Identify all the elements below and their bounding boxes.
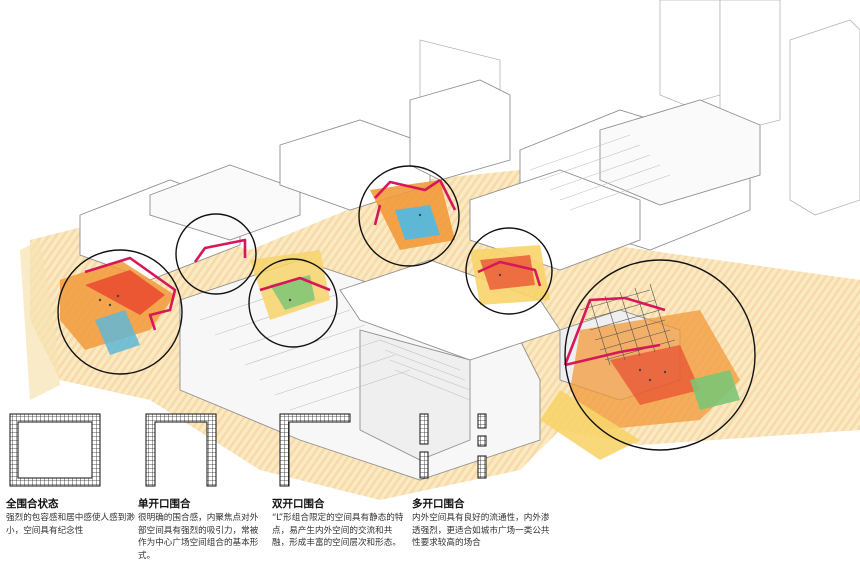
single-opening-glyph [145,413,217,487]
legend-title: 多开口围合 [412,498,465,510]
legend-double-opening: 双开口围合 “L”形组合限定的空间具有静态的特点，易产生内外空间的交流和共融，形… [272,498,404,550]
zoom-circle-double-opening [248,258,338,348]
legend-title: 双开口围合 [272,498,325,510]
legend-symbols [9,413,487,487]
pergola-structure [579,283,676,366]
zoom-circle-multi-large [564,259,756,451]
zoom-circle-full-enclosure [57,249,183,375]
legend-full-enclosure: 全围合状态 强烈的包容感和居中感使人感到渺小，空间具有纪念性 [6,498,136,537]
enclosure-outlines [84,178,666,367]
legend-description: 很明确的围合感，内聚焦点对外部空间具有强烈的吸引力，常被作为中心广场空间组合的基… [138,513,259,561]
zoom-circle-multi-a [358,165,460,267]
legend-multi-opening: 多开口围合 内外空间具有良好的流通性，内外渗透强烈，更适合如城市广场一类公共性要… [412,498,552,550]
multi-opening-glyph [419,413,487,479]
legend-description: “L”形组合限定的空间具有静态的特点，易产生内外空间的交流和共融，形成丰富的空间… [272,513,404,548]
double-opening-glyph [279,413,351,487]
legend-description: 内外空间具有良好的流通性，内外渗透强烈，更适合如城市广场一类公共性要求较高的场合 [412,513,550,548]
legend-title: 全围合状态 [6,498,59,510]
zoom-circles [57,165,756,451]
legend-description: 强烈的包容感和居中感使人感到渺小，空间具有纪念性 [6,513,135,536]
full-enclosure-glyph [9,413,101,487]
legend-title: 单开口围合 [138,498,191,510]
zoom-circle-single-opening [175,213,257,295]
zoom-circle-multi-b [465,227,553,315]
plaza-details [98,213,667,382]
legend-single-opening: 单开口围合 很明确的围合感，内聚焦点对外部空间具有强烈的吸引力，常被作为中心广场… [138,498,266,562]
